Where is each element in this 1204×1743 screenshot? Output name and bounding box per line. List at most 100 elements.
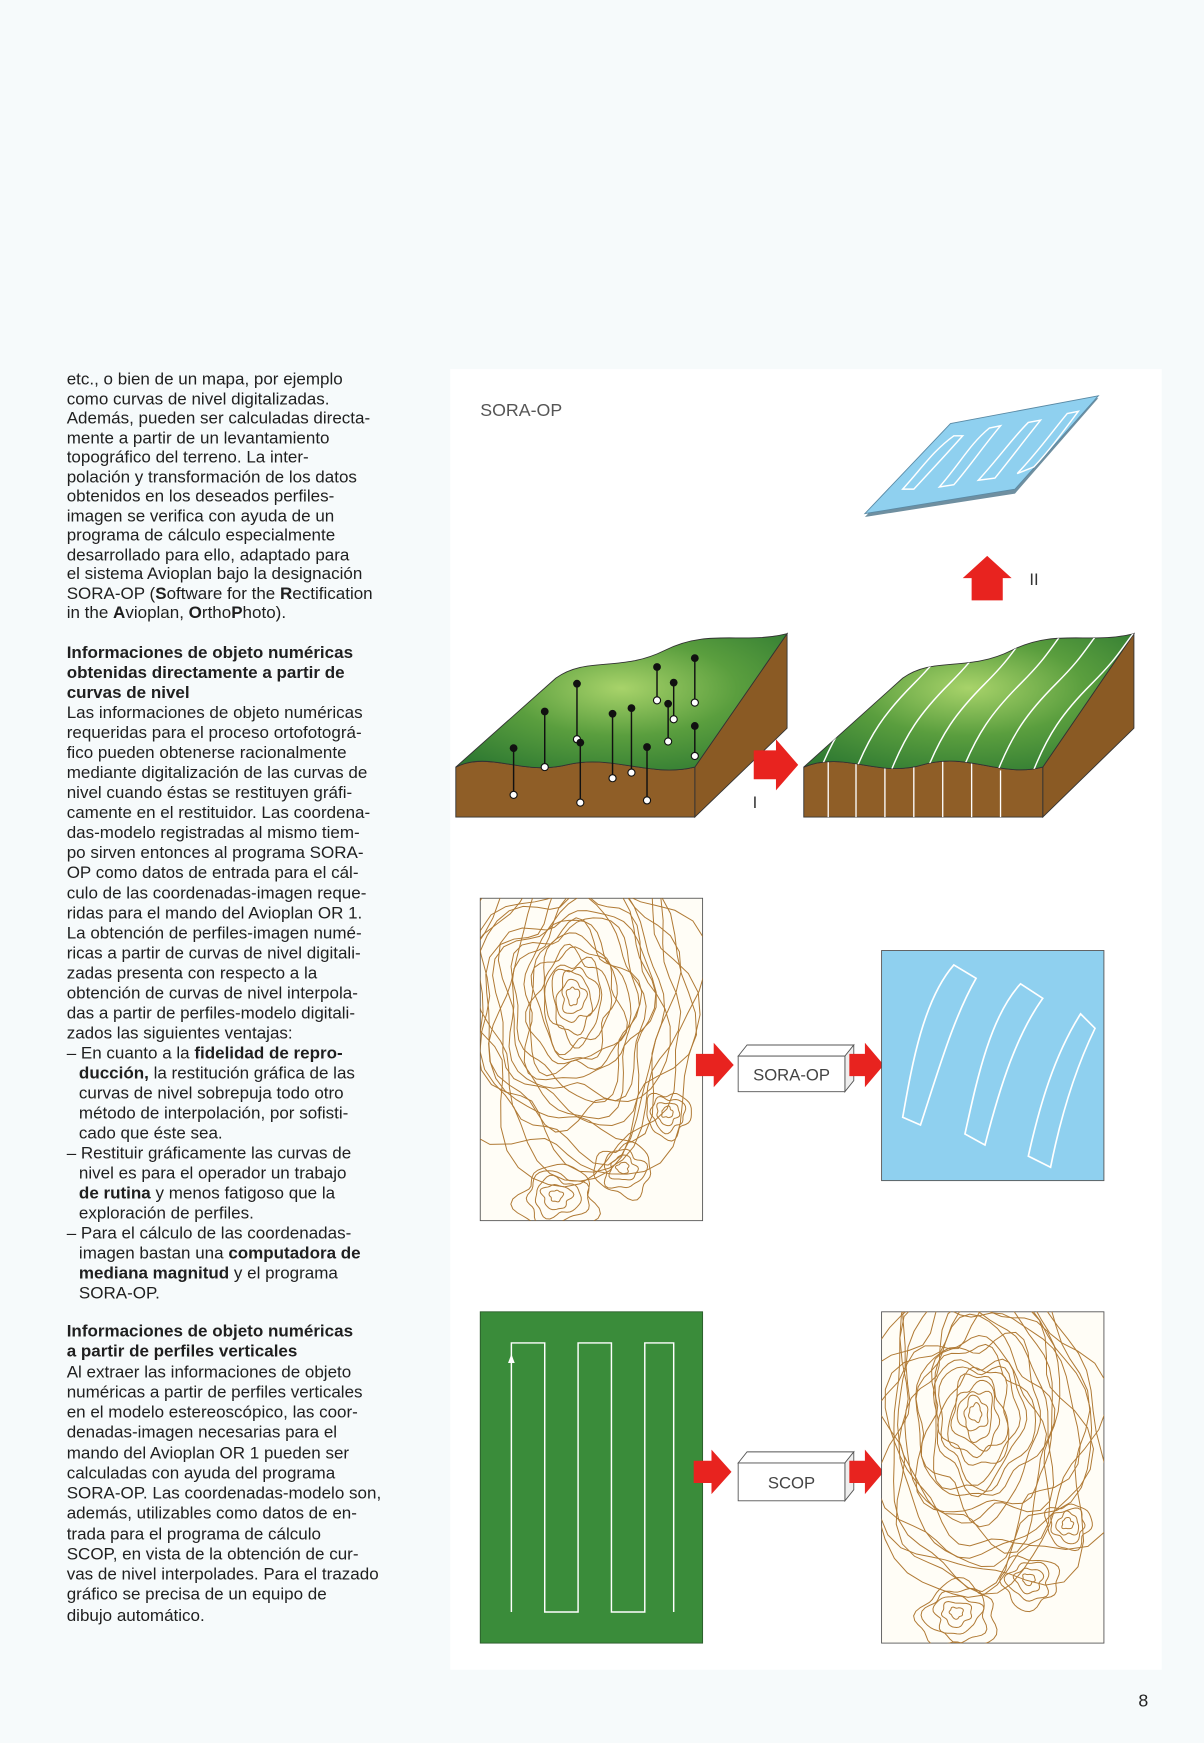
sora-op-program-box: SORA-OP	[737, 1043, 855, 1093]
text-line: requeridas para el proceso ortofotográ-	[66, 723, 362, 743]
height-point-pin	[690, 654, 699, 707]
contour-line	[914, 1313, 1056, 1513]
contour-line	[525, 1170, 590, 1221]
contour-line	[950, 1379, 1001, 1452]
vertical-profiles-scan	[479, 1311, 704, 1644]
text-line: Además, pueden ser calculadas directa-	[66, 409, 371, 429]
text-line: en el modelo estereoscópico, las coor-	[66, 1402, 358, 1422]
height-point-pin	[608, 709, 617, 783]
contour-line	[551, 966, 601, 1036]
contour-line	[523, 919, 643, 1081]
contour-line	[555, 969, 594, 1023]
contour-line	[948, 1606, 964, 1620]
text-line: ducción, la restitución gráfica de las	[67, 1064, 434, 1084]
contour-line	[968, 1401, 983, 1424]
contour-line	[480, 898, 697, 1182]
text-line: desarrollado para ello, adaptado para	[66, 545, 350, 565]
terrain-model-contours	[803, 623, 1204, 819]
text-line: fico pueden obtenerse racionalmente	[66, 743, 347, 763]
text-run: vioplan,	[125, 603, 189, 623]
text-run: ectification	[292, 584, 373, 604]
bold-text-run: curvas de nivel	[66, 683, 190, 703]
contour-line	[656, 1102, 681, 1127]
scop-label: SCOP	[768, 1474, 815, 1493]
step-1-label: I	[753, 793, 758, 812]
arrow-right-icon	[849, 1449, 884, 1495]
height-point-pin	[690, 722, 699, 761]
contour-line	[565, 986, 581, 1007]
contour-line	[884, 1311, 1061, 1547]
text-line: mediana magnitud y el programa	[67, 1264, 434, 1284]
contour-line	[539, 1184, 575, 1211]
text-line: dibujo automático.	[66, 1605, 205, 1625]
contour-line	[510, 917, 640, 1103]
text-line: topográfico del terreno. La inter-	[66, 448, 309, 467]
step-2-label: II	[1029, 570, 1038, 589]
text-run: SORA-OP (	[66, 584, 156, 604]
text-run: y menos fatigoso que la	[150, 1183, 336, 1203]
contour-line	[488, 898, 671, 1133]
contour-line	[881, 1311, 1094, 1559]
contour-line	[904, 1311, 1055, 1524]
contour-line	[920, 1334, 1047, 1497]
text-line: nivel es para el operador un trabajo	[78, 1163, 347, 1183]
text-line: SORA-OP (Software for the Rectification	[67, 584, 434, 603]
text-line: Informaciones de objeto numéricas	[67, 644, 434, 664]
text-line: mente a partir de un levantamiento	[66, 428, 330, 448]
bold-text-run: Informaciones de objeto numéricas	[66, 643, 354, 663]
text-line: programa de cálculo especialmente	[66, 525, 336, 545]
height-point-pin	[664, 699, 673, 746]
contour-line	[497, 910, 657, 1120]
bold-text-run: S	[155, 584, 167, 604]
contour-line	[561, 978, 589, 1014]
text-line: gráfico se precisa de un equipo de	[66, 1585, 327, 1605]
bold-text-run: obtenidas directamente a partir de	[66, 663, 345, 683]
bold-text-run: O	[188, 603, 202, 623]
contour-line	[932, 1358, 1028, 1498]
text-line: – En cuanto a la fidelidad de repro-	[67, 1044, 434, 1064]
text-line: camente en el restituidor. Las coordena-	[66, 803, 371, 823]
contour-line	[1050, 1507, 1086, 1545]
text-line: SORA-OP. Las coordenadas-modelo son,	[66, 1484, 382, 1504]
contour-line	[543, 943, 613, 1056]
bold-text-run: ducción,	[78, 1063, 149, 1083]
contour-line	[530, 946, 618, 1060]
contour-line	[608, 1154, 639, 1181]
contour-line	[963, 1394, 989, 1432]
bold-text-run: fidelidad de repro-	[194, 1043, 343, 1063]
text-run: la restitución gráfica de las	[148, 1063, 355, 1083]
contour-line	[646, 1092, 692, 1142]
contour-line	[1137, 623, 1204, 779]
text-line: in the Avioplan, OrthoPhoto).	[67, 604, 434, 623]
contour-line	[1022, 1573, 1036, 1587]
text-line: imagen bastan una computadora de	[67, 1244, 434, 1264]
text-line: el sistema Avioplan bajo la designación	[66, 564, 363, 584]
text-line: curvas de nivel	[67, 684, 434, 704]
height-point-pin	[642, 743, 652, 805]
contour-line	[593, 1141, 652, 1201]
text-line: obtenidas directamente a partir de	[67, 664, 434, 684]
bold-text-run: P	[231, 603, 243, 623]
text-line: etc., o bien de un mapa, por ejemplo	[66, 370, 343, 390]
text-line: además, utilizables como datos de en-	[66, 1504, 357, 1524]
text-run: imagen bastan una	[78, 1243, 229, 1263]
contour-line	[614, 1161, 630, 1175]
height-point-pin	[540, 707, 549, 772]
contour-line	[1012, 1567, 1045, 1595]
contour-line	[915, 1331, 1041, 1528]
text-run: rtho	[201, 603, 232, 623]
bold-text-run: de rutina	[78, 1183, 151, 1203]
bold-text-run: mediana magnitud	[78, 1264, 230, 1283]
text-run: – En cuanto a la	[66, 1043, 195, 1063]
height-point-pin	[627, 704, 636, 777]
contour-line	[999, 1555, 1061, 1613]
text-line: numéricas a partir de perfiles verticale…	[66, 1382, 363, 1402]
contour-line	[893, 1311, 1093, 1593]
arrow-right-icon	[849, 1042, 884, 1088]
contour-line	[947, 1373, 1009, 1459]
text-line: La obtención de perfiles-imagen numé-	[66, 923, 362, 943]
contour-line	[956, 1390, 993, 1444]
text-line: como curvas de nivel digitalizadas.	[66, 389, 330, 409]
text-line: mediante digitalización de las curvas de	[66, 763, 368, 783]
